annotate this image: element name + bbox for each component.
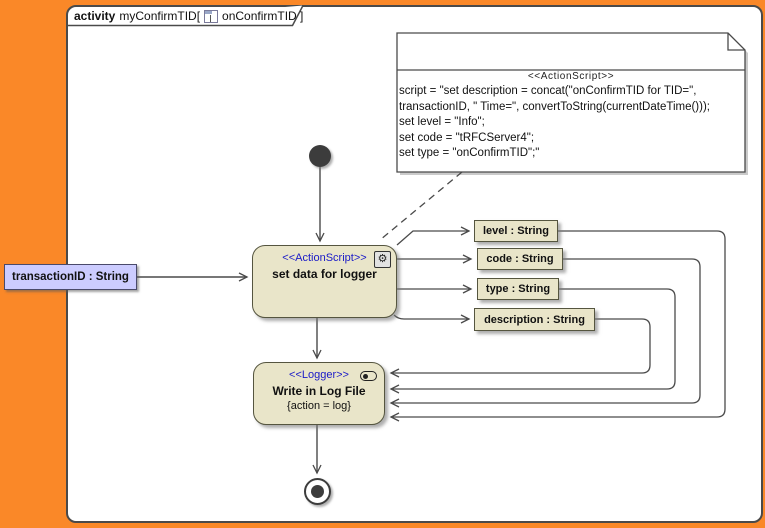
gear-icon: ⚙: [374, 251, 391, 268]
initial-node[interactable]: [309, 145, 331, 167]
activity-diagram-icon: [204, 9, 219, 23]
pin-label: level : String: [482, 225, 550, 237]
object-node-level[interactable]: level : String: [474, 220, 558, 242]
action-set-data-for-logger[interactable]: <<ActionScript>> set data for logger ⚙: [252, 245, 397, 318]
activity-parameter-transactionid[interactable]: transactionID : String: [4, 264, 137, 290]
edge-type-to-writelog[interactable]: [389, 288, 676, 394]
gear-glyph: ⚙: [377, 253, 388, 265]
note-line: set code = "tRFCServer4";: [399, 131, 535, 144]
pin-label: code : String: [486, 253, 554, 265]
action-name: Write in Log File: [272, 384, 366, 398]
note-body[interactable]: <<ActionScript>> script = "set descripti…: [399, 71, 743, 162]
note-line: transactionID, " Time=", convertToString…: [399, 100, 710, 113]
frame-title[interactable]: activity myConfirmTID[ onConfirmTID ]: [74, 8, 303, 24]
action-name: set data for logger: [272, 267, 377, 281]
parameter-label: transactionID : String: [12, 271, 129, 283]
action-write-in-log-file[interactable]: <<Logger>> Write in Log File {action = l…: [253, 362, 385, 425]
edge-code-to-writelog[interactable]: [389, 258, 701, 408]
note-line: script = "set description = concat("onCo…: [399, 85, 697, 97]
action-constraint: {action = log}: [287, 400, 351, 412]
frame-title-tab: [67, 5, 304, 27]
edge-level-to-writelog[interactable]: [389, 230, 726, 422]
pin-label: type : String: [485, 283, 551, 295]
pin-label: description : String: [484, 313, 585, 326]
activity-final-node[interactable]: [304, 478, 331, 505]
final-node-dot: [311, 485, 324, 498]
frame-diagram-name: onConfirmTID ]: [222, 9, 304, 23]
note-line: set level = "Info";: [399, 116, 485, 128]
logger-capsule-icon: [360, 371, 377, 381]
edge-setdata-to-description[interactable]: [393, 314, 471, 324]
frame-keyword: activity: [74, 9, 116, 23]
object-node-code[interactable]: code : String: [477, 248, 563, 270]
note-stereotype: <<ActionScript>>: [527, 71, 615, 82]
note-shape[interactable]: [396, 32, 748, 175]
edge-setdata-to-level[interactable]: [396, 226, 471, 246]
frame-activity-name: myConfirmTID[: [119, 9, 201, 23]
object-node-description[interactable]: description : String: [474, 308, 595, 331]
action-stereotype: <<ActionScript>>: [282, 252, 367, 264]
note-line: set type = "onConfirmTID";": [399, 147, 540, 159]
object-node-type[interactable]: type : String: [477, 278, 559, 300]
edge-description-to-writelog[interactable]: [389, 318, 651, 378]
edge-note-anchor[interactable]: [379, 171, 463, 241]
action-stereotype: <<Logger>>: [289, 369, 349, 381]
note-fold-corner: [727, 33, 745, 51]
